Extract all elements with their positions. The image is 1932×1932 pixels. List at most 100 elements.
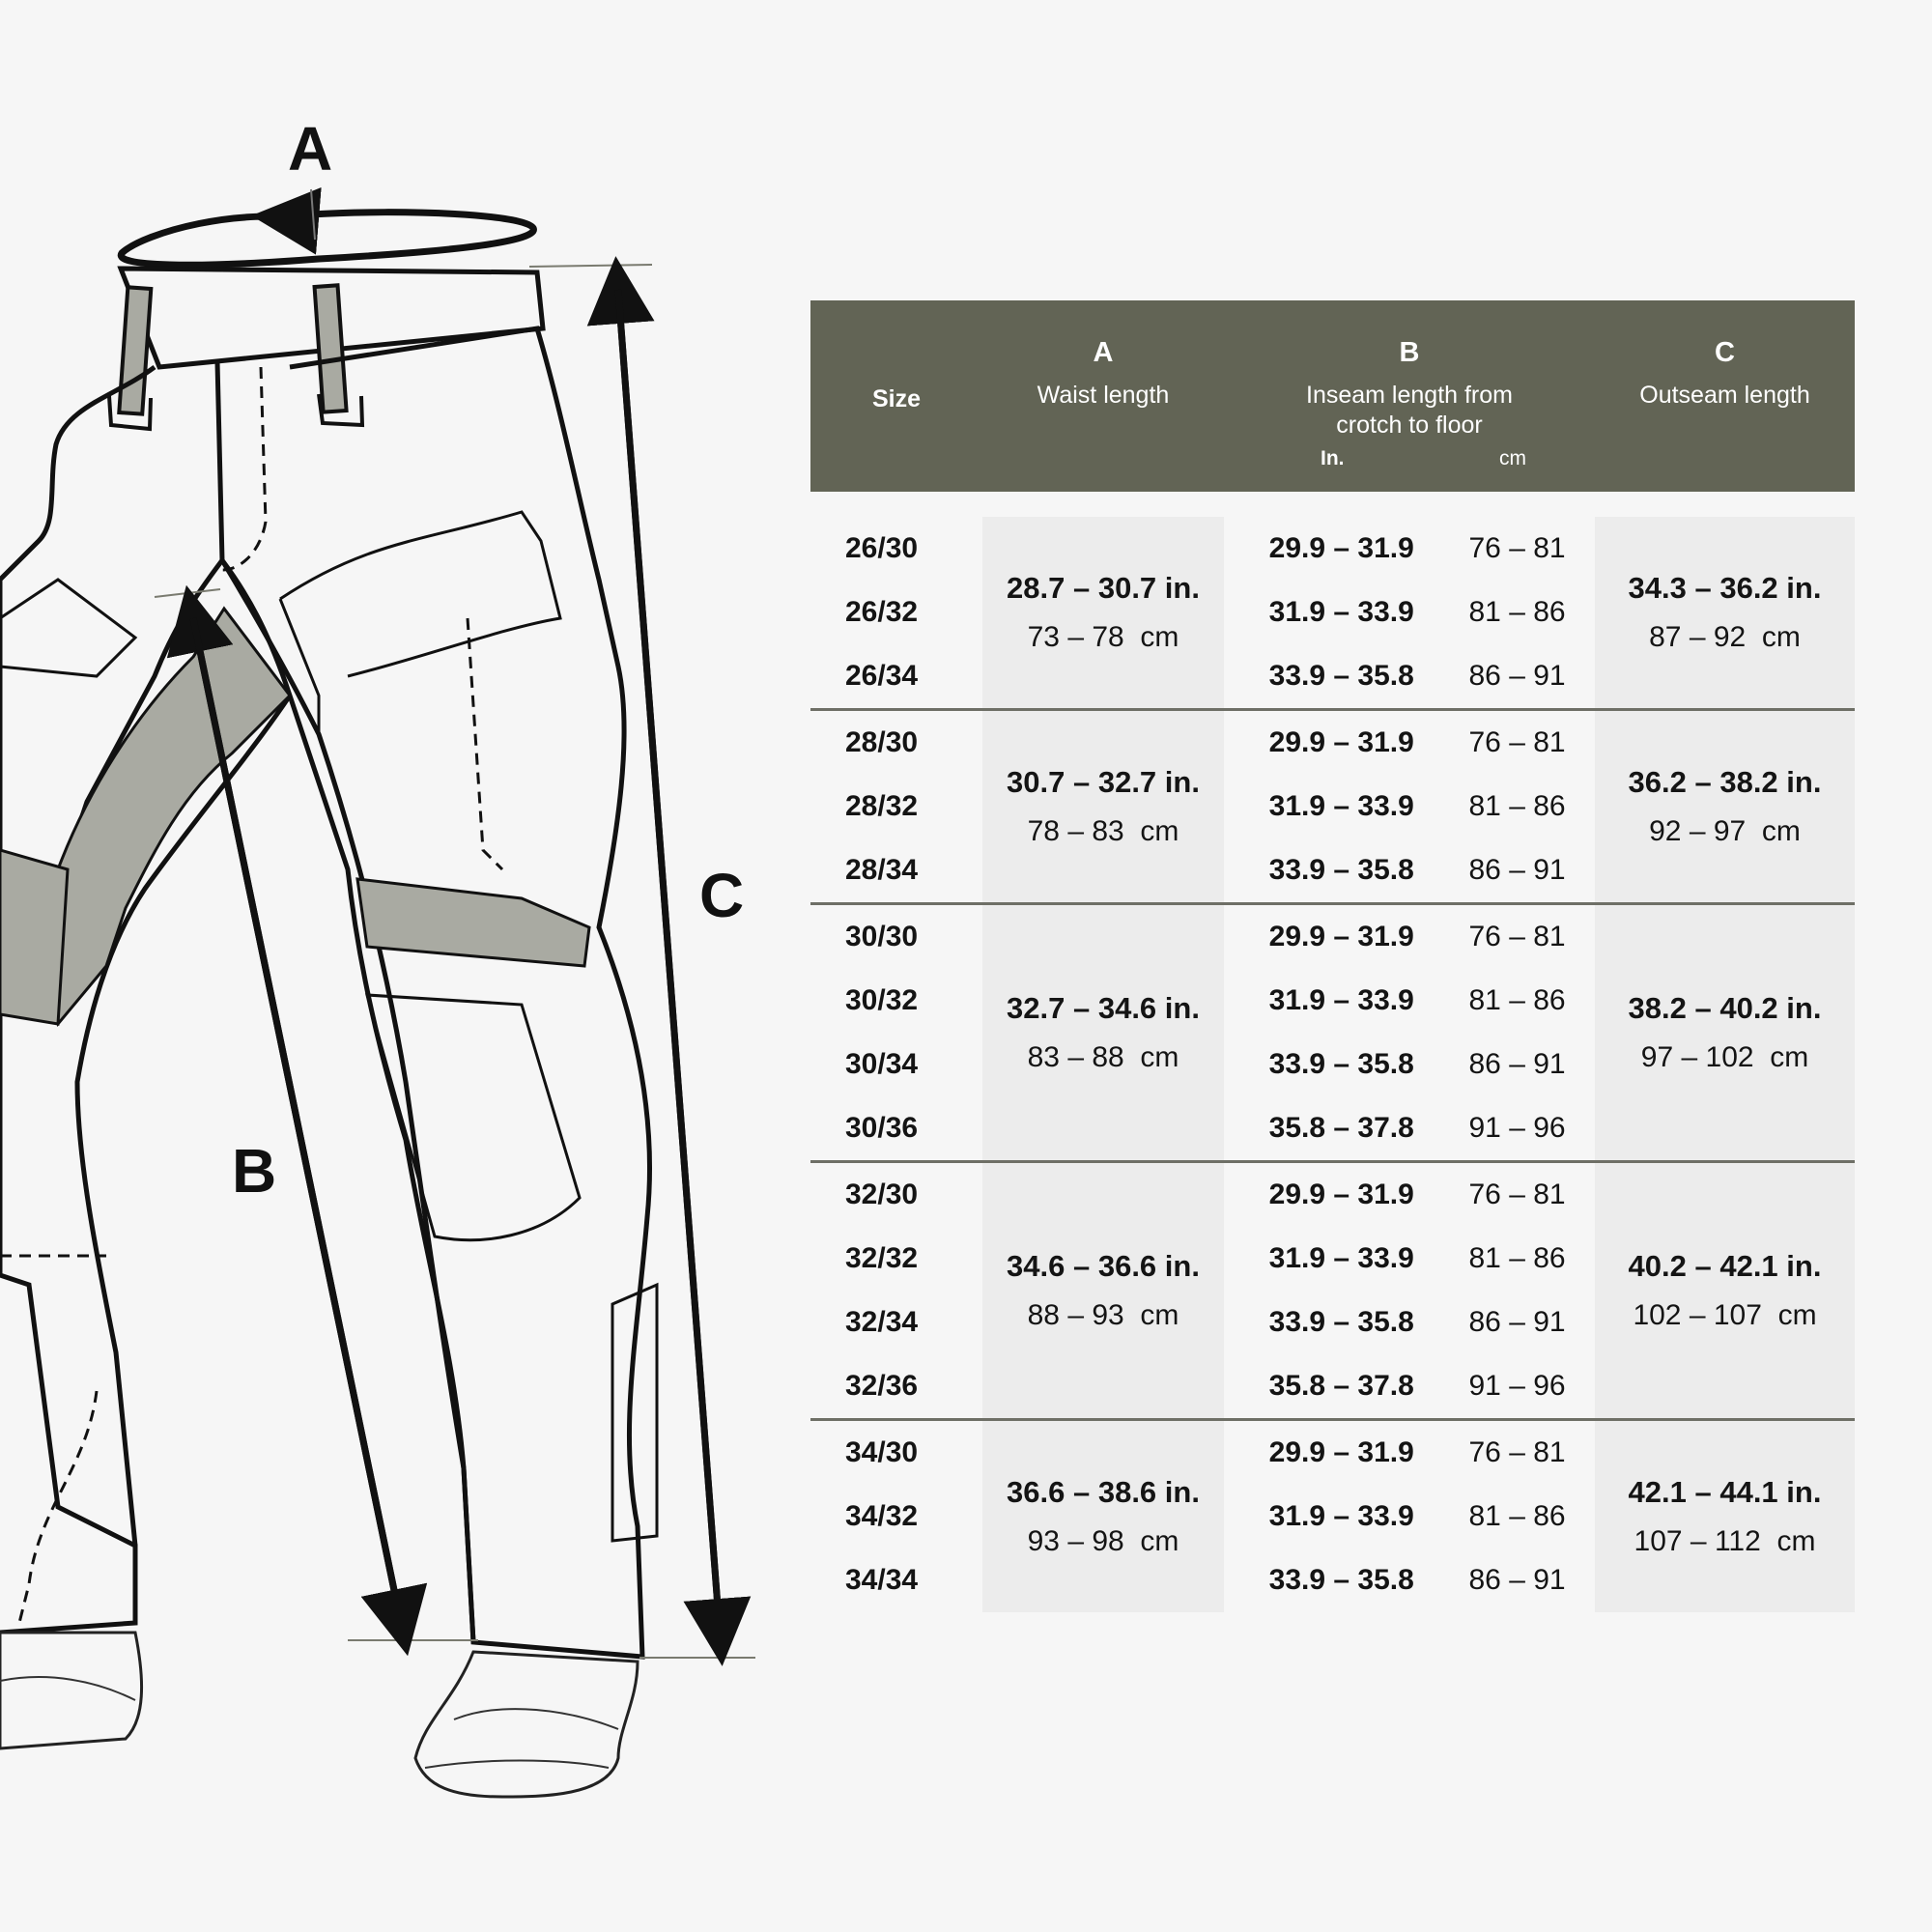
inseam-inches: 33.9 – 35.8 xyxy=(1268,1564,1414,1596)
waist-cm: 93 – 98 cm xyxy=(1027,1525,1179,1557)
inseam-cm: 81 – 86 xyxy=(1468,596,1566,628)
size-label: 32/30 xyxy=(845,1179,919,1210)
inseam-row: 31.9 – 33.9 81 – 86 xyxy=(1224,581,1595,644)
size-label: 32/34 xyxy=(845,1306,919,1338)
outseam-cm: 102 – 107 cm xyxy=(1633,1299,1817,1331)
header-size: Size xyxy=(871,385,922,412)
waist-inches: 34.6 – 36.6 in. xyxy=(1007,1249,1200,1283)
inseam-cm: 81 – 86 xyxy=(1468,984,1566,1016)
outseam-cell: 42.1 – 44.1 in. 107 – 112 cm xyxy=(1595,1421,1855,1612)
size-group: 26/30 26/32 26/34 28.7 – 30.7 in.73 – 78 cm… xyxy=(810,517,1855,711)
inseam-row: 29.9 – 31.9 76 – 81 xyxy=(1224,711,1595,775)
outseam-inches: 42.1 – 44.1 in. xyxy=(1628,1475,1822,1509)
inseam-inches: 29.9 – 31.9 xyxy=(1268,921,1414,952)
size-label: 26/34 xyxy=(845,660,919,692)
size-label: 26/32 xyxy=(845,596,919,628)
table-row: 28/30 xyxy=(810,711,982,775)
size-label: 34/32 xyxy=(845,1500,919,1532)
size-label: 26/30 xyxy=(845,532,919,564)
inseam-cm: 76 – 81 xyxy=(1468,1436,1566,1468)
table-row: 30/34 xyxy=(810,1033,982,1096)
table-row: 30/30 xyxy=(810,905,982,969)
outseam-inches: 36.2 – 38.2 in. xyxy=(1628,765,1822,799)
waist-inches: 36.6 – 38.6 in. xyxy=(1007,1475,1200,1509)
size-column: 26/30 26/32 26/34 xyxy=(810,517,982,708)
inseam-inches: 33.9 – 35.8 xyxy=(1268,854,1414,886)
size-label: 30/34 xyxy=(845,1048,919,1080)
inseam-cm: 76 – 81 xyxy=(1468,1179,1566,1210)
outseam-cell: 40.2 – 42.1 in. 102 – 107 cm xyxy=(1595,1163,1855,1418)
header-b-unit-cm: cm xyxy=(1499,447,1526,469)
table-row: 34/30 xyxy=(810,1421,982,1485)
header-b-unit-in: In. xyxy=(1321,447,1345,469)
waist-cell: 28.7 – 30.7 in.73 – 78 cm xyxy=(982,517,1224,708)
table-row: 28/34 xyxy=(810,838,982,902)
inseam-cm: 81 – 86 xyxy=(1468,1242,1566,1274)
inseam-cm: 91 – 96 xyxy=(1468,1112,1566,1144)
size-label: 30/36 xyxy=(845,1112,919,1144)
inseam-inches: 33.9 – 35.8 xyxy=(1268,1048,1414,1080)
size-group: 34/30 34/32 34/34 36.6 – 38.6 in. 93 – 98 cm… xyxy=(810,1421,1855,1612)
size-label: 32/36 xyxy=(845,1370,919,1402)
waist-measure-ellipse xyxy=(117,209,537,269)
inseam-inches: 29.9 – 31.9 xyxy=(1268,726,1414,758)
inseam-cm: 76 – 81 xyxy=(1468,532,1566,564)
outseam-inches: 34.3 – 36.2 in. xyxy=(1628,571,1822,605)
inseam-row: 29.9 – 31.9 76 – 81 xyxy=(1224,1163,1595,1227)
outseam-inches: 40.2 – 42.1 in. xyxy=(1628,1249,1822,1283)
inseam-cm: 86 – 91 xyxy=(1468,1048,1566,1080)
inseam-inches: 31.9 – 33.9 xyxy=(1268,984,1414,1016)
inseam-inches: 33.9 – 35.8 xyxy=(1268,1306,1414,1338)
size-column: 32/30 32/32 32/34 32/36 xyxy=(810,1163,982,1418)
size-label: 28/30 xyxy=(845,726,919,758)
table-row: 34/34 xyxy=(810,1548,982,1612)
table-row: 30/32 xyxy=(810,969,982,1033)
inseam-inches: 31.9 – 33.9 xyxy=(1268,1500,1414,1532)
inseam-cm: 91 – 96 xyxy=(1468,1370,1566,1402)
outseam-cm: 107 – 112 cm xyxy=(1634,1525,1816,1557)
trousers-drawing xyxy=(0,186,755,1799)
inseam-inches: 29.9 – 31.9 xyxy=(1268,1179,1414,1210)
outseam-inches: 38.2 – 40.2 in. xyxy=(1628,991,1822,1025)
table-row: 32/32 xyxy=(810,1227,982,1291)
size-column: 34/30 34/32 34/34 xyxy=(810,1421,982,1612)
table-header: Size A Waist length B Inseam length from… xyxy=(810,300,1855,492)
size-label: 34/34 xyxy=(845,1564,919,1596)
waist-cm: 78 – 83 cm xyxy=(1027,815,1179,847)
waist-inches: 32.7 – 34.6 in. xyxy=(1007,991,1200,1025)
trousers-illustration: A B C xyxy=(0,0,773,1932)
inseam-inches: 31.9 – 33.9 xyxy=(1268,596,1414,628)
table-row: 26/30 xyxy=(810,517,982,581)
waist-cell: 30.7 – 32.7 in.78 – 83 cm xyxy=(982,711,1224,902)
outseam-cm: 87 – 92 cm xyxy=(1649,621,1801,653)
size-group: 32/30 32/32 32/34 32/36 34.6 – 36.6 in.88 – … xyxy=(810,1163,1855,1421)
size-label: 28/32 xyxy=(845,790,919,822)
table-row: 26/32 xyxy=(810,581,982,644)
waist-cell: 36.6 – 38.6 in. 93 – 98 cm xyxy=(982,1421,1224,1612)
inseam-cm: 76 – 81 xyxy=(1468,726,1566,758)
outseam-cm: 97 – 102 cm xyxy=(1640,1041,1809,1073)
outseam-cell: 36.2 – 38.2 in.92 – 97 cm xyxy=(1595,711,1855,902)
size-table: Size A Waist length B Inseam length from… xyxy=(810,300,1855,1612)
waist-inches: 28.7 – 30.7 in. xyxy=(1007,571,1200,605)
table-body: 26/30 26/32 26/34 28.7 – 30.7 in.73 – 78 cm… xyxy=(810,517,1855,1612)
waist-cell: 34.6 – 36.6 in.88 – 93 cm xyxy=(982,1163,1224,1418)
inseam-cm: 86 – 91 xyxy=(1468,1564,1566,1596)
header-a: A Waist length xyxy=(1037,337,1170,409)
